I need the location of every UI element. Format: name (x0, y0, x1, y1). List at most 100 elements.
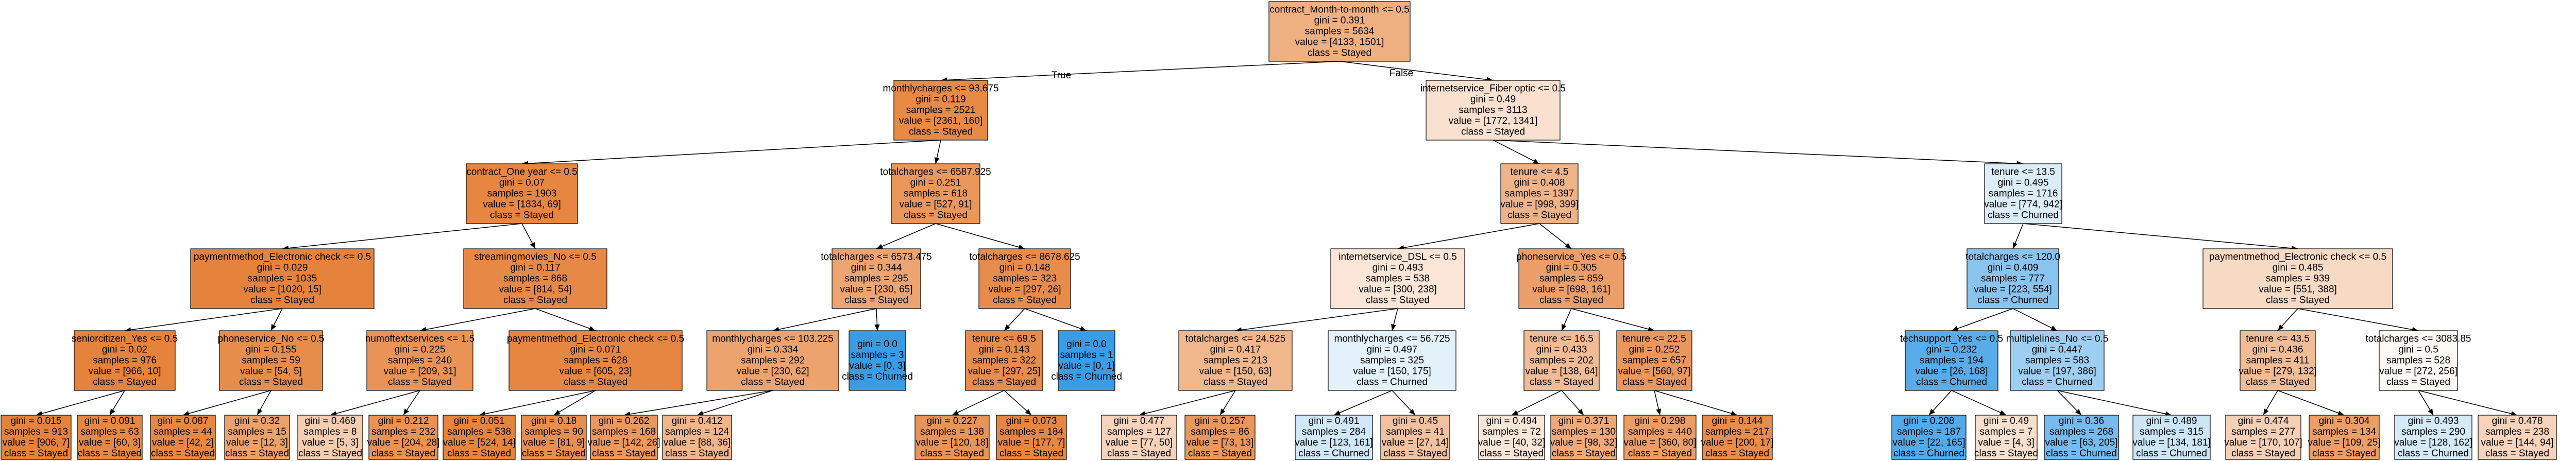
tree-node-split-label: phoneservice_No <= 0.5 (217, 334, 324, 345)
tree-node-samples: samples = 868 (503, 274, 567, 284)
tree-node-value: value = [54, 5] (240, 366, 302, 377)
tree-edge (182, 390, 272, 416)
tree-node-class: class = Stayed (93, 377, 157, 388)
tree-node-samples: samples = 939 (2266, 274, 2330, 284)
tree-edge (1951, 390, 2007, 416)
tree-edge (697, 390, 773, 416)
tree-node-value: value = [150, 175] (1353, 366, 1431, 377)
tree-node-box (1328, 330, 1456, 391)
tree-node-samples: samples = 1397 (1505, 189, 1574, 199)
tree-node-gini: gini = 0.227 (927, 416, 978, 426)
tree-node-box (1184, 415, 1256, 460)
tree-edge (2418, 390, 2518, 416)
tree-edge (2297, 308, 2419, 331)
tree-edge (623, 390, 773, 416)
tree-node-value: value = [77, 50] (1106, 437, 1173, 448)
tree-node-value: value = [144, 94] (2481, 437, 2553, 448)
tree-node-class: class = Stayed (371, 448, 435, 459)
tree-edge-arrowhead (183, 411, 190, 416)
tree-node-value: value = [223, 554] (1974, 284, 2052, 295)
tree-edge (2057, 390, 2172, 416)
tree-node-gini: gini = 0.485 (2273, 263, 2324, 274)
tree-edge-arrowhead (1578, 408, 1584, 415)
tree-edge (1339, 61, 1494, 81)
tree-node-samples: samples = 15 (228, 426, 286, 437)
tree-edge (1571, 308, 1655, 331)
tree-node-gini: gini = 0.144 (1712, 416, 1763, 426)
tree-node-box (893, 80, 988, 141)
tree-node-box (77, 415, 143, 460)
tree-node-split-label: tenure <= 13.5 (1991, 167, 2055, 178)
tree-node-samples: samples = 277 (2231, 426, 2295, 437)
tree-node-samples: samples = 8 (304, 426, 357, 437)
tree-node-value: value = [123, 161] (1295, 437, 1373, 448)
tree-node-class: class = Churned (1977, 295, 2048, 306)
tree-node-value: value = [300, 238] (1359, 284, 1437, 295)
tree-node-gini: gini = 0.304 (2319, 416, 2370, 426)
tree-node-class: class = Stayed (490, 210, 554, 221)
tree-edge-arrowhead (1656, 408, 1662, 415)
tree-node-value: value = [81, 9] (523, 437, 585, 448)
tree-node-gini: gini = 0.225 (395, 345, 446, 355)
tree-node-value: value = [0, 1] (1058, 361, 1114, 371)
tree-edge-arrowhead (1080, 326, 1087, 331)
tree-edge-arrowhead (876, 244, 883, 249)
tree-node-value: value = [774, 942] (1984, 199, 2062, 210)
tree-node-samples: samples = 628 (564, 355, 628, 366)
tree-node-value: value = [22, 165] (1892, 437, 1965, 448)
tree-node-class: class = Stayed (1308, 48, 1371, 59)
tree-node-samples: samples = 657 (1622, 355, 1686, 366)
tree-edge-arrowhead (934, 157, 940, 164)
tree-node-split-label: numoftextservices <= 1.5 (365, 334, 474, 345)
tree-node-class: class = Stayed (1461, 127, 1525, 138)
tree-node-value: value = [524, 14] (443, 437, 515, 448)
tree-node-gini: gini = 0.474 (2238, 416, 2289, 426)
tree-node-value: value = [527, 91] (899, 199, 972, 210)
tree-node-class: class = Stayed (522, 448, 586, 459)
tree-node-gini: gini = 0.212 (378, 416, 429, 426)
tree-node-class: class = Stayed (1622, 377, 1686, 388)
tree-node-box (2394, 415, 2472, 460)
tree-node-value: value = [360, 80] (1623, 437, 1696, 448)
tree-node-samples: samples = 1 (1060, 350, 1113, 361)
tree-node-split-label: contract_Month-to-month <= 0.5 (1269, 5, 1409, 15)
tree-node-samples: samples = 583 (2025, 355, 2089, 366)
tree-node-box (150, 415, 216, 460)
tree-node-samples: samples = 538 (1366, 274, 1430, 284)
tree-node-samples: samples = 72 (1482, 426, 1541, 437)
tree-node-split-label: totalcharges <= 3083.85 (2366, 334, 2471, 345)
tree-edge-arrowhead (1391, 324, 1396, 331)
tree-node-box (463, 248, 607, 309)
tree-node-value: value = [814, 54] (499, 284, 571, 295)
tree-node-gini: gini = 0.143 (979, 345, 1030, 355)
tree-node-box (2044, 415, 2119, 460)
tree-node-class: class = Stayed (741, 377, 805, 388)
tree-node-value: value = [138, 64] (1525, 366, 1598, 377)
tree-node-gini: gini = 0.334 (748, 345, 799, 355)
tree-edge-arrowhead (1334, 410, 1341, 415)
tree-node-value: value = [998, 399] (1500, 199, 1579, 210)
tree-node: paymentmethod_Electronic check <= 0.5gin… (190, 248, 375, 309)
tree-node-samples: samples = 284 (1302, 426, 1366, 437)
tree-node-samples: samples = 528 (2386, 355, 2450, 366)
tree-node-gini: gini = 0.232 (1926, 345, 1977, 355)
tree-node-samples: samples = 127 (1107, 426, 1171, 437)
tree-edge (282, 223, 522, 249)
tree-node-value: value = [63, 205] (2045, 437, 2117, 448)
tree-node-box (978, 248, 1071, 309)
tree-edge (1139, 390, 1236, 416)
tree-node-samples: samples = 290 (2401, 426, 2465, 437)
